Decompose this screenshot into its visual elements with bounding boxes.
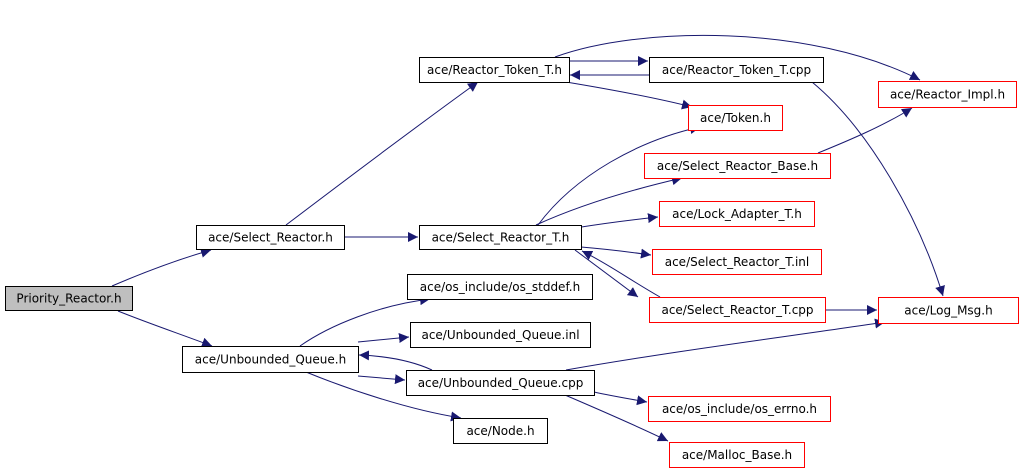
- node-label: ace/Lock_Adapter_T.h: [672, 207, 802, 221]
- node-label: ace/Unbounded_Queue.inl: [421, 328, 579, 342]
- edge-select-reactor-h-to-reactor-token-t-h: [285, 81, 479, 226]
- edge-select-reactor-base-h-to-reactor-impl-h: [817, 107, 913, 154]
- nodes-layer: Priority_Reactor.hace/Select_Reactor.hac…: [5, 57, 1019, 468]
- edge-select-reactor-t-h-to-select-reactor-base-h: [535, 175, 683, 226]
- node-label: ace/Reactor_Token_T.cpp: [662, 63, 811, 77]
- node-unbounded-queue-cpp[interactable]: ace/Unbounded_Queue.cpp: [406, 370, 595, 396]
- node-label: Priority_Reactor.h: [16, 292, 121, 306]
- node-label: ace/Reactor_Impl.h: [890, 88, 1005, 102]
- node-label: ace/Select_Reactor_T.cpp: [661, 303, 813, 317]
- node-priority-reactor-h[interactable]: Priority_Reactor.h: [5, 286, 133, 311]
- node-select-reactor-h[interactable]: ace/Select_Reactor.h: [196, 225, 345, 250]
- edge-select-reactor-t-cpp-to-select-reactor-t-h: [581, 250, 661, 298]
- node-select-reactor-base-h[interactable]: ace/Select_Reactor_Base.h: [644, 153, 831, 179]
- edge-unbounded-queue-h-to-node-h: [305, 371, 462, 422]
- edge-select-reactor-t-h-to-token-h: [537, 124, 701, 226]
- node-box: [196, 225, 345, 250]
- node-reactor-token-t-h[interactable]: ace/Reactor_Token_T.h: [419, 57, 570, 83]
- node-box: [652, 249, 822, 275]
- node-reactor-impl-h[interactable]: ace/Reactor_Impl.h: [878, 81, 1017, 108]
- edge-unbounded-queue-cpp-to-malloc-base-h: [564, 394, 669, 442]
- edge-unbounded-queue-cpp-to-log-msg-h: [565, 318, 886, 371]
- edge-select-reactor-t-h-to-select-reactor-t-inl: [580, 246, 652, 259]
- node-box: [644, 153, 831, 179]
- node-box: [878, 297, 1019, 324]
- node-label: ace/Reactor_Token_T.h: [427, 63, 562, 77]
- node-os-errno-h[interactable]: ace/os_include/os_errno.h: [648, 396, 831, 422]
- node-node-h[interactable]: ace/Node.h: [453, 418, 548, 444]
- node-lock-adapter-t-h[interactable]: ace/Lock_Adapter_T.h: [659, 201, 815, 227]
- node-label: ace/Token.h: [700, 111, 771, 125]
- node-label: ace/Select_Reactor_T.inl: [665, 255, 810, 269]
- edge-reactor-token-t-h-to-reactor-impl-h: [554, 34, 921, 81]
- node-label: ace/Select_Reactor.h: [208, 231, 333, 245]
- node-label: ace/os_include/os_stddef.h: [420, 280, 580, 294]
- node-log-msg-h[interactable]: ace/Log_Msg.h: [878, 297, 1019, 324]
- edge-select-reactor-t-h-to-select-reactor-t-cpp: [574, 249, 639, 298]
- node-box: [410, 322, 591, 348]
- node-box: [649, 297, 826, 323]
- edge-reactor-token-t-h-to-token-h: [565, 81, 693, 110]
- node-os-stddef-h[interactable]: ace/os_include/os_stddef.h: [407, 274, 593, 300]
- node-malloc-base-h[interactable]: ace/Malloc_Base.h: [669, 442, 805, 468]
- node-box: [659, 201, 815, 227]
- edge-select-reactor-t-h-to-lock-adapter-t-h: [574, 213, 659, 229]
- node-label: ace/Log_Msg.h: [904, 304, 992, 318]
- edge-reactor-token-t-cpp-to-log-msg-h: [811, 81, 945, 297]
- node-box: [878, 81, 1017, 108]
- node-box: [182, 346, 359, 373]
- edge-unbounded-queue-h-to-unbounded-queue-inl: [357, 332, 410, 343]
- edge-priority-reactor-h-to-unbounded-queue-h: [117, 310, 213, 348]
- node-label: ace/Select_Reactor_T.h: [432, 231, 570, 245]
- node-box: [5, 286, 133, 311]
- edge-priority-reactor-h-to-select-reactor-h: [111, 247, 212, 287]
- node-box: [406, 370, 595, 396]
- node-label: ace/os_include/os_errno.h: [662, 402, 817, 416]
- node-box: [688, 105, 783, 131]
- node-box: [669, 442, 805, 468]
- node-label: ace/Malloc_Base.h: [682, 448, 792, 462]
- node-token-h[interactable]: ace/Token.h: [688, 105, 783, 131]
- node-box: [407, 274, 593, 300]
- edge-unbounded-queue-h-to-os-stddef-h: [299, 295, 431, 347]
- node-unbounded-queue-h[interactable]: ace/Unbounded_Queue.h: [182, 346, 359, 373]
- node-unbounded-queue-inl[interactable]: ace/Unbounded_Queue.inl: [410, 322, 591, 348]
- node-label: ace/Select_Reactor_Base.h: [657, 159, 818, 173]
- node-select-reactor-t-cpp[interactable]: ace/Select_Reactor_T.cpp: [649, 297, 826, 323]
- node-reactor-token-t-cpp[interactable]: ace/Reactor_Token_T.cpp: [649, 57, 824, 83]
- node-select-reactor-t-inl[interactable]: ace/Select_Reactor_T.inl: [652, 249, 822, 275]
- edge-unbounded-queue-h-to-unbounded-queue-cpp: [357, 374, 406, 385]
- node-box: [648, 396, 831, 422]
- node-label: ace/Node.h: [466, 424, 534, 438]
- node-box: [453, 418, 548, 444]
- edge-unbounded-queue-cpp-to-unbounded-queue-h: [358, 350, 433, 371]
- node-box: [649, 57, 824, 83]
- node-label: ace/Unbounded_Queue.cpp: [418, 376, 584, 390]
- node-box: [419, 57, 570, 83]
- node-select-reactor-t-h[interactable]: ace/Select_Reactor_T.h: [419, 225, 582, 250]
- node-label: ace/Unbounded_Queue.h: [195, 353, 346, 367]
- node-box: [419, 225, 582, 250]
- edge-unbounded-queue-cpp-to-os-errno-h: [593, 391, 648, 406]
- edges-layer: [111, 34, 945, 442]
